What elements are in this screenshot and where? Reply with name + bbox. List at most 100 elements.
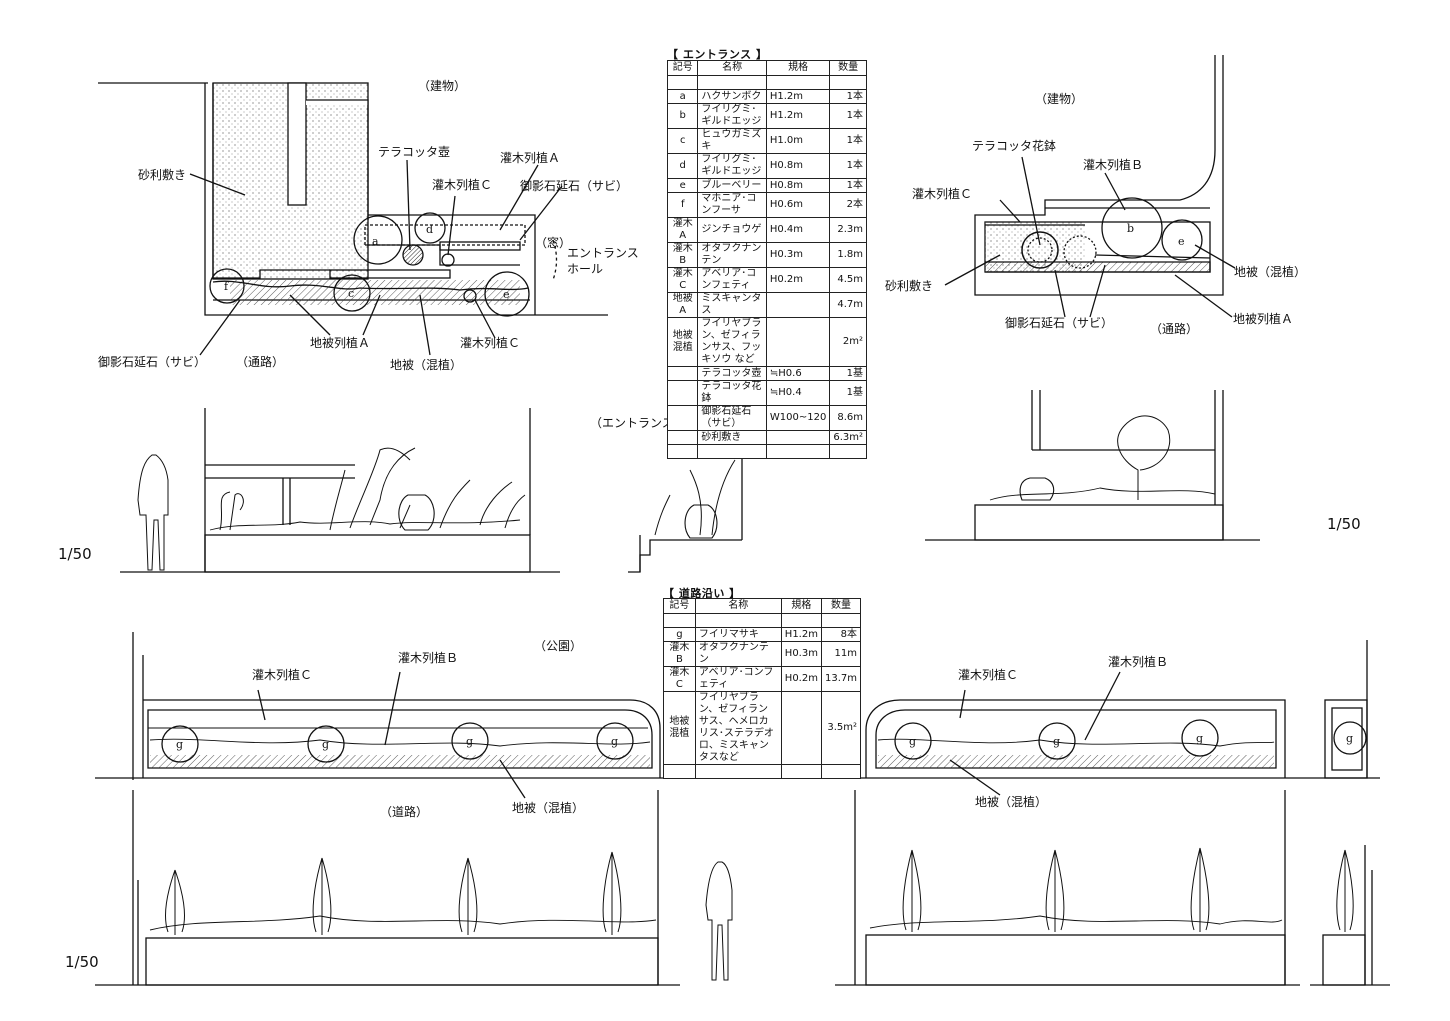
cell-symbol: e bbox=[666, 178, 699, 193]
entrance-hall-label-2: ホール bbox=[567, 262, 604, 276]
marker-g-7: g bbox=[1196, 732, 1203, 745]
right-plan bbox=[944, 55, 1236, 318]
marker-g-6: g bbox=[1053, 735, 1060, 748]
cell-symbol: 地被 混植 bbox=[666, 317, 699, 367]
cell-spec bbox=[780, 691, 822, 765]
table-header-row: 記号 名称 規格 数量 bbox=[663, 598, 862, 614]
cell-qty: 1基 bbox=[829, 380, 867, 406]
marker-e2: e bbox=[1178, 235, 1185, 248]
cell-spec: ≒H0.6 bbox=[765, 366, 831, 381]
cell-symbol: b bbox=[666, 103, 699, 129]
cell-spec: H0.4m bbox=[765, 217, 831, 243]
col-header-qty: 数量 bbox=[829, 60, 867, 76]
road-plan bbox=[95, 632, 1380, 799]
granite-curb-top-label: 御影石延石（サビ） bbox=[520, 179, 629, 193]
col-header-symbol: 記号 bbox=[663, 598, 696, 614]
shrub-row-a-label: 灌木列植Ａ bbox=[500, 151, 561, 165]
cell-qty bbox=[820, 764, 862, 779]
table-header-row: 記号 名称 規格 数量 bbox=[666, 60, 867, 76]
ground-row-a-label: 地被列植Ａ bbox=[310, 336, 371, 350]
marker-a: a bbox=[372, 235, 379, 248]
cell-symbol: g bbox=[663, 627, 696, 642]
cell-qty: 1基 bbox=[829, 366, 867, 381]
cell-spec: W100~120 bbox=[765, 405, 831, 431]
cell-spec bbox=[765, 317, 831, 367]
cell-symbol: c bbox=[666, 128, 699, 154]
cell-name: テラコッタ壺 bbox=[697, 366, 767, 381]
table-row bbox=[663, 764, 862, 779]
window-label: （窓） bbox=[535, 236, 572, 250]
cell-qty: 2.3m bbox=[829, 217, 867, 243]
right-ground-row-a-label: 地被列植Ａ bbox=[1233, 312, 1294, 326]
marker-d: d bbox=[426, 223, 433, 236]
cell-symbol bbox=[663, 764, 696, 779]
cell-qty bbox=[829, 75, 867, 90]
cell-symbol bbox=[666, 405, 699, 431]
cell-spec: H0.8m bbox=[765, 178, 831, 193]
granite-curb-bottom-label: 御影石延石（サビ） bbox=[98, 355, 207, 369]
table-row: 砂利敷き 6.3m² bbox=[666, 430, 867, 445]
marker-b: b bbox=[1127, 222, 1134, 235]
cell-name: アベリア･コンフェティ bbox=[694, 666, 782, 692]
cell-symbol: d bbox=[666, 153, 699, 179]
cell-qty: 2m² bbox=[829, 317, 867, 367]
cell-name: ジンチョウゲ bbox=[697, 217, 767, 243]
marker-e: e bbox=[503, 288, 510, 301]
cell-spec: H1.2m bbox=[780, 627, 822, 642]
cell-spec: H0.3m bbox=[765, 242, 831, 268]
entrance-hall-label-1: エントランス bbox=[567, 246, 639, 260]
cell-qty: 4.7m bbox=[829, 292, 867, 318]
right-granite-curb-label: 御影石延石（サビ） bbox=[1005, 316, 1114, 330]
cell-symbol: 地被A bbox=[666, 292, 699, 318]
cell-spec bbox=[780, 613, 822, 628]
cell-spec: H1.0m bbox=[765, 128, 831, 154]
cell-symbol bbox=[663, 613, 696, 628]
cell-spec bbox=[765, 430, 831, 445]
marker-g-8: g bbox=[1346, 732, 1353, 745]
cell-qty: 6.3m² bbox=[829, 430, 867, 445]
marker-c: c bbox=[348, 287, 354, 300]
cell-name: ヒュウガミズキ bbox=[697, 128, 767, 154]
cell-spec: H0.3m bbox=[780, 641, 822, 667]
cell-name: オタフクナンテン bbox=[697, 242, 767, 268]
road-shrub-b-left-label: 灌木列植Ｂ bbox=[398, 651, 459, 665]
cell-name: ブルーベリー bbox=[697, 178, 767, 193]
cell-spec: H0.8m bbox=[765, 153, 831, 179]
road-ground-right-label: 地被（混植） bbox=[975, 795, 1048, 809]
cell-name: オタフクナンテン bbox=[694, 641, 782, 667]
cell-name bbox=[697, 444, 767, 459]
cell-name: フイリグミ･ギルドエッジ bbox=[697, 103, 767, 129]
cell-qty: 1本 bbox=[829, 178, 867, 193]
cell-qty bbox=[829, 444, 867, 459]
cell-qty: 8.6m bbox=[829, 405, 867, 431]
col-header-spec: 規格 bbox=[780, 598, 822, 614]
cell-name: ハクサンボク bbox=[697, 89, 767, 104]
scale-mid-left: 1/50 bbox=[58, 545, 92, 563]
cell-name bbox=[694, 764, 782, 779]
table-row bbox=[666, 444, 867, 459]
cell-name: ミスキャンタス bbox=[697, 292, 767, 318]
right-shrub-row-c-label: 灌木列植Ｃ bbox=[912, 187, 973, 201]
building-label: （建物） bbox=[418, 79, 467, 93]
cell-spec: ≒H0.4 bbox=[765, 380, 831, 406]
cell-qty: 3.5m² bbox=[820, 691, 862, 765]
table-row bbox=[663, 613, 862, 628]
marker-g-4: g bbox=[611, 735, 618, 748]
road-elevation bbox=[95, 790, 1390, 986]
marker-f: f bbox=[224, 280, 229, 293]
col-header-symbol: 記号 bbox=[666, 60, 699, 76]
right-shrub-row-b-label: 灌木列植Ｂ bbox=[1083, 158, 1144, 172]
col-header-name: 名称 bbox=[697, 60, 767, 76]
col-header-name: 名称 bbox=[694, 598, 782, 614]
cell-name: 砂利敷き bbox=[697, 430, 767, 445]
scale-bottom-left: 1/50 bbox=[65, 953, 99, 971]
